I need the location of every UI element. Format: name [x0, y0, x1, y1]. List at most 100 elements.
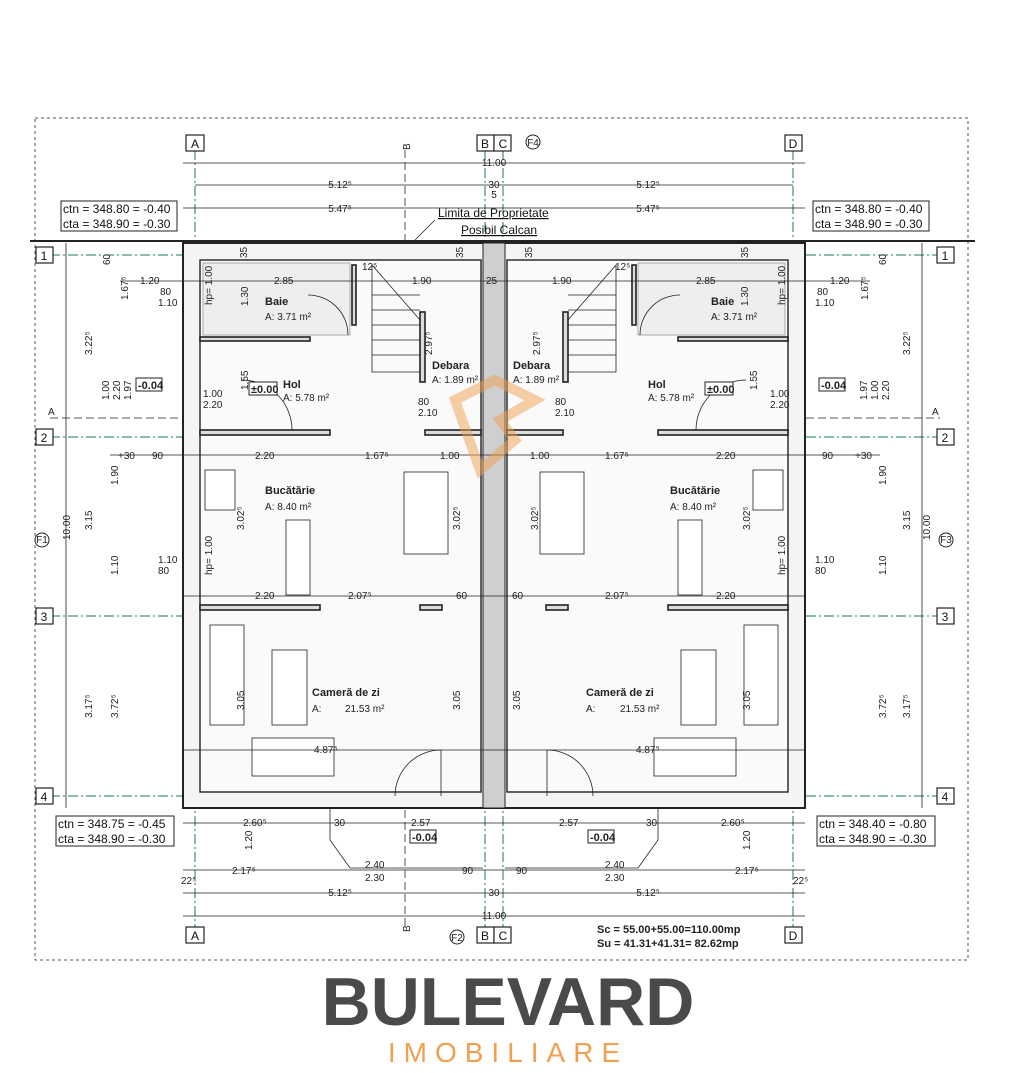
svg-text:80: 80: [817, 287, 829, 298]
svg-text:+30: +30: [855, 451, 872, 462]
svg-text:-0.04: -0.04: [590, 832, 616, 844]
svg-text:Debara: Debara: [432, 360, 470, 372]
svg-text:Posibil Calcan: Posibil Calcan: [461, 223, 537, 237]
svg-text:2.07⁵: 2.07⁵: [348, 591, 372, 602]
svg-text:1.67⁵: 1.67⁵: [120, 276, 131, 300]
svg-text:A: 8.40 m²: A: 8.40 m²: [670, 502, 717, 513]
side-dimensions: 10.00 10.00 3.15 3.15 3.22⁵ 3.22⁵ 3.17⁵ …: [62, 243, 933, 850]
svg-text:3.05: 3.05: [452, 690, 463, 710]
svg-text:2.07⁵: 2.07⁵: [605, 591, 629, 602]
svg-text:5.47⁵: 5.47⁵: [328, 204, 352, 215]
svg-text:3.72⁵: 3.72⁵: [110, 694, 121, 718]
watermark-sub: IMOBILIARE: [388, 1037, 628, 1068]
svg-text:A:: A:: [312, 704, 321, 715]
svg-text:1.55: 1.55: [240, 370, 251, 390]
svg-text:5.12⁵: 5.12⁵: [636, 180, 660, 191]
svg-text:2.40: 2.40: [605, 860, 625, 871]
svg-text:D: D: [789, 137, 798, 151]
svg-text:3.05: 3.05: [236, 690, 247, 710]
svg-text:2.20: 2.20: [112, 380, 123, 400]
svg-text:A: 5.78 m²: A: 5.78 m²: [648, 393, 695, 404]
svg-text:3.15: 3.15: [84, 510, 95, 530]
svg-text:2.10: 2.10: [418, 408, 438, 419]
svg-text:60: 60: [102, 253, 113, 265]
svg-text:2.20: 2.20: [203, 400, 223, 411]
svg-text:1.90: 1.90: [552, 276, 572, 287]
svg-text:A: A: [48, 407, 55, 418]
svg-text:22⁵: 22⁵: [793, 876, 808, 887]
grid-axis-labels: A B C D A B C D 1 2 3 4 1 2 3 4 B B A A …: [34, 134, 955, 945]
svg-text:90: 90: [516, 866, 528, 877]
svg-text:3.02⁵: 3.02⁵: [236, 506, 247, 530]
svg-text:-0.04: -0.04: [138, 380, 164, 392]
svg-text:1.30: 1.30: [740, 286, 751, 306]
svg-text:5.12⁵: 5.12⁵: [328, 888, 352, 899]
svg-text:hp= 1.00: hp= 1.00: [777, 535, 788, 575]
svg-text:1: 1: [41, 249, 48, 263]
svg-text:Baie: Baie: [711, 296, 734, 308]
rooms-right: Baie A: 3.71 m² Hol A: 5.78 m² Debara A:…: [513, 296, 758, 715]
svg-text:+30: +30: [118, 451, 135, 462]
svg-text:hp= 1.00: hp= 1.00: [777, 265, 788, 305]
svg-text:1.00: 1.00: [530, 451, 550, 462]
svg-text:B: B: [402, 925, 413, 932]
svg-text:1.10: 1.10: [158, 298, 178, 309]
svg-text:30: 30: [334, 818, 346, 829]
svg-text:4: 4: [41, 790, 48, 804]
svg-text:1.10: 1.10: [110, 555, 121, 575]
svg-text:1.67⁵: 1.67⁵: [365, 451, 389, 462]
svg-text:3.22⁵: 3.22⁵: [902, 331, 913, 355]
svg-text:30: 30: [488, 888, 500, 899]
level-tags: ±0.00 ±0.00 -0.04 -0.04 -0.04 -0.04: [135, 377, 847, 844]
svg-text:cta = 348.90 = -0.30: cta = 348.90 = -0.30: [815, 217, 923, 231]
svg-text:60: 60: [456, 591, 468, 602]
svg-text:10.00: 10.00: [62, 515, 73, 540]
svg-text:3.05: 3.05: [512, 690, 523, 710]
svg-text:3.72⁵: 3.72⁵: [878, 694, 889, 718]
svg-text:hp= 1.00: hp= 1.00: [204, 535, 215, 575]
svg-text:1.00: 1.00: [770, 389, 790, 400]
svg-text:1.20: 1.20: [244, 830, 255, 850]
svg-text:21.53 m²: 21.53 m²: [620, 704, 660, 715]
property-limit: Limita de Proprietate Posibil Calcan: [30, 206, 975, 242]
svg-text:F2: F2: [451, 933, 463, 944]
svg-text:A: 1.89 m²: A: 1.89 m²: [432, 375, 479, 386]
bottom-dimensions: 2.60⁵ 30 2.57 2.57 30 2.60⁵ 2.40 2.30 2.…: [181, 818, 808, 922]
svg-text:1.67⁵: 1.67⁵: [605, 451, 629, 462]
svg-text:1.20: 1.20: [140, 276, 160, 287]
svg-text:80: 80: [815, 566, 827, 577]
svg-text:12⁵: 12⁵: [615, 262, 630, 273]
svg-text:ctn = 348.75 = -0.45: ctn = 348.75 = -0.45: [58, 817, 166, 831]
svg-text:C: C: [499, 929, 508, 943]
svg-text:ctn = 348.80 = -0.40: ctn = 348.80 = -0.40: [815, 202, 923, 216]
svg-text:2.60⁵: 2.60⁵: [243, 818, 267, 829]
svg-text:Bucătărie: Bucătărie: [265, 485, 315, 497]
svg-text:hp= 1.00: hp= 1.00: [204, 265, 215, 305]
svg-text:Debara: Debara: [513, 360, 551, 372]
svg-text:5.12⁵: 5.12⁵: [636, 888, 660, 899]
svg-text:3.15: 3.15: [902, 510, 913, 530]
svg-text:Baie: Baie: [265, 296, 288, 308]
svg-text:Su = 41.31+41.31= 82.62mp: Su = 41.31+41.31= 82.62mp: [597, 938, 739, 950]
svg-text:B: B: [481, 929, 489, 943]
svg-text:2.30: 2.30: [605, 873, 625, 884]
svg-text:1.00: 1.00: [870, 380, 881, 400]
svg-text:2.85: 2.85: [696, 276, 716, 287]
svg-text:Hol: Hol: [283, 379, 301, 391]
svg-text:1.97: 1.97: [859, 380, 870, 400]
building-walls: [182, 242, 806, 869]
svg-text:F1: F1: [36, 535, 48, 546]
svg-text:Bucătărie: Bucătărie: [670, 485, 720, 497]
svg-text:1.00: 1.00: [203, 389, 223, 400]
svg-text:1.00: 1.00: [101, 380, 112, 400]
svg-text:A: A: [932, 407, 939, 418]
svg-text:Hol: Hol: [648, 379, 666, 391]
svg-text:90: 90: [152, 451, 164, 462]
svg-text:B: B: [481, 137, 489, 151]
svg-text:±0.00: ±0.00: [707, 384, 734, 396]
svg-text:90: 90: [462, 866, 474, 877]
svg-text:1: 1: [942, 249, 949, 263]
svg-text:-0.04: -0.04: [821, 380, 847, 392]
svg-text:2.30: 2.30: [365, 873, 385, 884]
svg-text:A: A: [191, 137, 199, 151]
